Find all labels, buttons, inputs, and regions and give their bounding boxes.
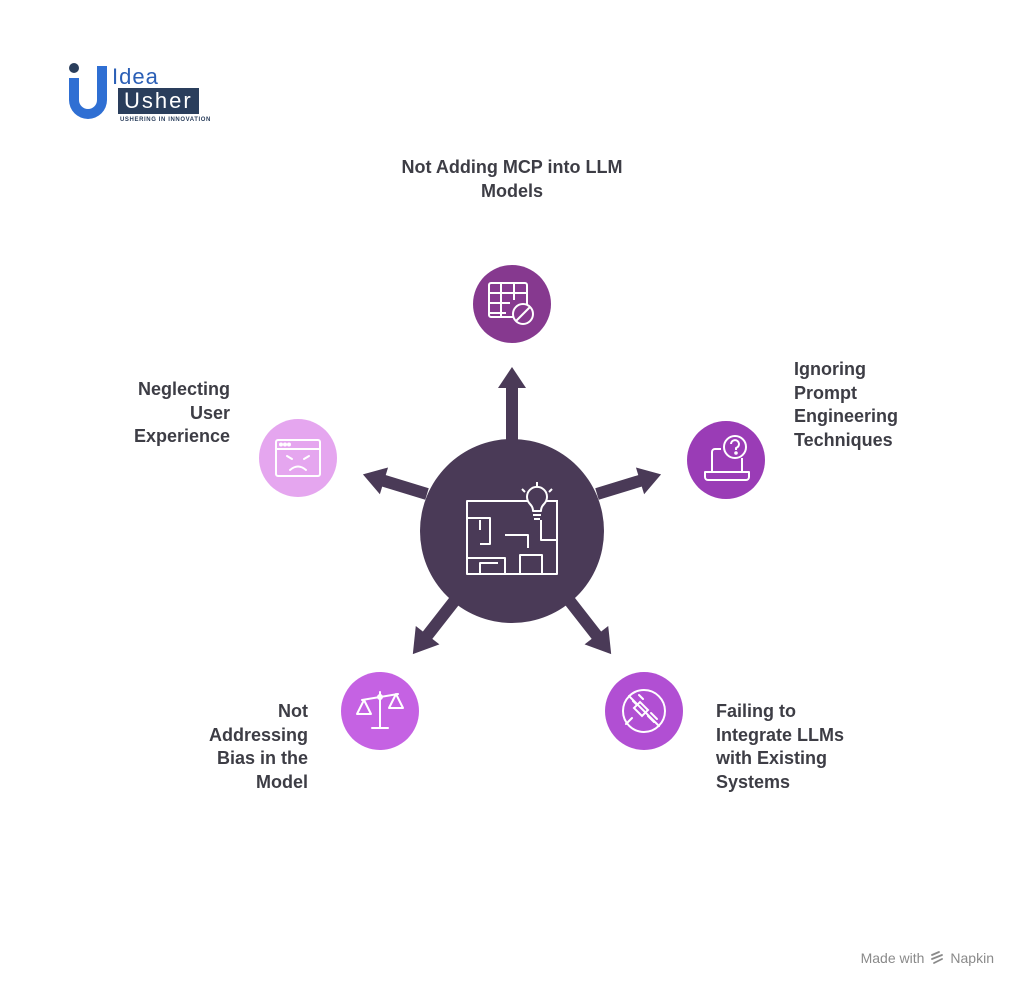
arrow-to-mcp — [498, 367, 526, 440]
connector-arrows — [362, 367, 662, 655]
unplugged-icon — [622, 689, 666, 733]
label-mcp: Not Adding MCP into LLM Models — [401, 157, 623, 201]
node-ux — [259, 419, 337, 497]
node-bias — [341, 672, 419, 750]
node-integrate — [605, 672, 683, 750]
made-with-text: Made with — [860, 950, 925, 966]
arrow-to-ux — [362, 467, 429, 500]
napkin-brand: Napkin — [950, 950, 994, 966]
arrow-to-integrate — [560, 591, 612, 655]
label-prompt: Ignoring Prompt Engineering Techniques — [794, 359, 899, 450]
label-integrate: Failing to Integrate LLMs with Existing … — [716, 701, 845, 792]
node-mcp — [473, 265, 551, 343]
logo-word-bottom-box: Usher — [118, 88, 199, 114]
angry-window-icon — [275, 439, 321, 477]
made-with-napkin-badge: Made with Napkin — [861, 950, 994, 966]
balance-scale-icon — [356, 691, 404, 729]
napkin-logo-icon — [931, 951, 944, 964]
logo-mark-icon — [69, 63, 107, 119]
center-hub — [420, 439, 604, 623]
arrow-to-prompt — [595, 467, 662, 500]
table-blocked-icon — [488, 282, 534, 325]
label-ux: Neglecting User Experience — [133, 379, 230, 446]
logo-tagline: USHERING IN INNOVATION — [120, 117, 211, 123]
maze-lightbulb-icon — [466, 482, 558, 575]
node-prompt — [687, 421, 765, 499]
label-bias: Not Addressing Bias in the Model — [208, 701, 308, 792]
arrow-to-bias — [412, 591, 464, 655]
laptop-question-icon — [704, 435, 750, 481]
logo-word-top: Idea — [112, 64, 159, 89]
company-logo: Idea Usher USHERING IN INNOVATION — [64, 60, 224, 126]
logo-word-bottom: Usher — [124, 88, 193, 113]
